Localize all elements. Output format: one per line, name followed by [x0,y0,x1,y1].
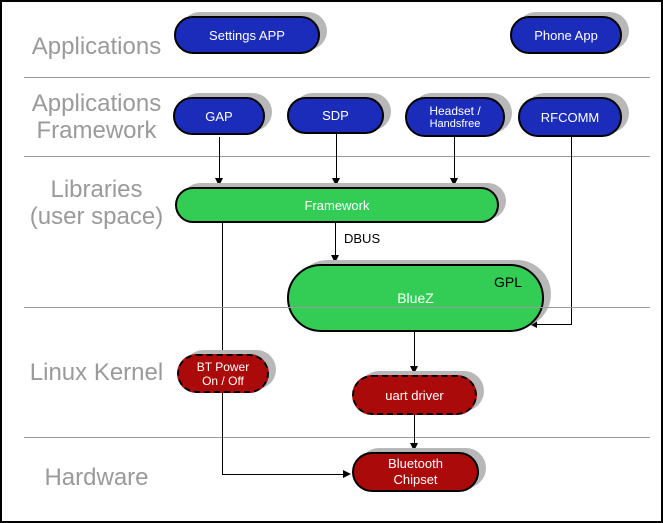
layer-label-libraries: Libraries (user space) [14,176,179,230]
node-uart-driver: uart driver [352,375,477,415]
edge-bluez-uart [414,332,415,367]
node-label: SDP [322,108,349,123]
node-bluetooth-chipset: Bluetooth Chipset [352,452,479,492]
node-label: RFCOMM [540,109,600,125]
node-label: Phone App [534,27,598,43]
layer-label-text: Linux Kernel [29,359,164,386]
layer-label-text: Hardware [44,464,149,491]
node-rfcomm: RFCOMM [518,97,622,137]
arrowhead-sdp-framework [332,178,340,186]
layer-label-text: Libraries [50,176,143,203]
node-label: Bluetooth [388,456,443,471]
node-sdp: SDP [287,97,384,134]
node-label: Settings APP [209,27,285,43]
node-bluez: GPL BlueZ [287,264,544,332]
node-label: BlueZ [397,289,434,306]
edge-gap-framework [219,137,220,179]
edge-headset-framework [454,137,455,179]
arrowhead-framework-chipset [343,470,351,478]
divider-applications [24,77,650,78]
layer-label-text: (user space) [29,203,164,230]
node-label: uart driver [385,387,444,403]
arrowhead-uart-chipset [410,443,418,451]
edge-uart-chipset [414,415,415,445]
node-label: BT Power [196,359,250,374]
arrowhead-headset-framework [450,178,458,186]
edge-framework-chipset-horizontal [222,474,344,475]
node-framework: Framework [175,187,499,223]
layer-label-linux-kernel: Linux Kernel [14,359,179,386]
node-headset-handsfree: Headset / Handsfree [405,97,505,137]
node-bt-power: BT Power On / Off [177,354,269,393]
gpl-tag: GPL [493,274,522,290]
dbus-label: DBUS [344,231,381,246]
node-phone-app: Phone App [510,16,622,54]
edge-rfcomm-bluez-vertical [571,137,572,325]
layer-label-text: Applications [31,90,162,117]
node-gap: GAP [173,97,265,135]
divider-kernel [24,437,650,438]
node-label: GAP [205,108,233,124]
node-label: Handsfree [429,117,481,130]
arrowhead-rfcomm-bluez [529,320,537,328]
arrowhead-gap-framework [215,178,223,186]
edge-sdp-framework [336,134,337,179]
layer-label-text: Applications [31,33,162,60]
edge-rfcomm-bluez-horizontal [536,324,572,325]
node-label: On / Off [202,373,244,388]
node-settings-app: Settings APP [174,16,320,54]
divider-libraries [24,307,650,308]
node-label: Chipset [393,472,438,487]
arrowhead-dbus-bluez [331,255,339,263]
divider-app-framework [24,156,650,157]
layer-label-hardware: Hardware [14,464,179,491]
layer-label-text: Framework [36,117,157,144]
edge-framework-bluez-dbus [335,223,336,256]
arrowhead-bluez-uart [410,366,418,374]
node-label: Framework [304,197,370,213]
layer-label-applications: Applications [14,33,179,60]
edge-framework-chipset-vertical [222,223,223,474]
layer-label-applications-framework: Applications Framework [14,90,179,144]
node-label: Headset / [429,103,481,118]
